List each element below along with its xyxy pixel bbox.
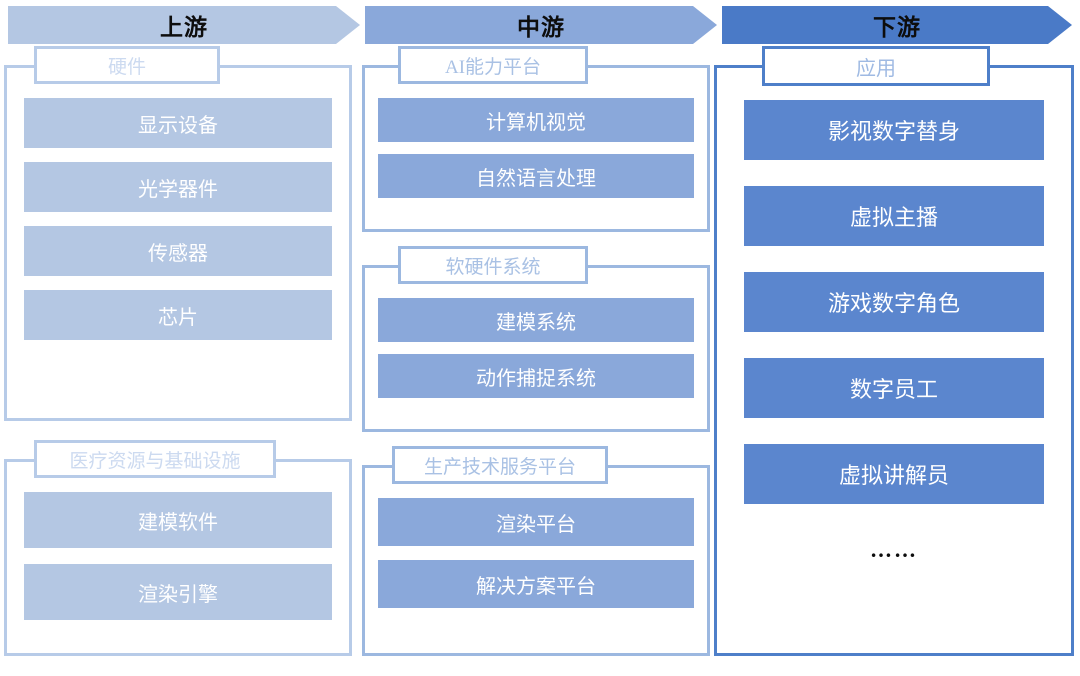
group-midstream-1: 软硬件系统建模系统动作捕捉系统 — [362, 246, 710, 432]
group-upstream-1: 医疗资源与基础设施建模软件渲染引擎 — [4, 440, 352, 656]
item-chip[interactable]: 渲染平台 — [378, 498, 694, 546]
group-title-midstream-2[interactable]: 生产技术服务平台 — [392, 446, 608, 484]
stage-banner-upstream[interactable]: 上游 — [8, 6, 360, 44]
group-title-label: 软硬件系统 — [445, 256, 541, 278]
item-chip-label: 光学器件 — [138, 178, 218, 201]
stage-banner-downstream[interactable]: 下游 — [722, 6, 1072, 44]
group-midstream-2: 生产技术服务平台渲染平台解决方案平台 — [362, 446, 710, 656]
item-chip[interactable]: 传感器 — [24, 226, 332, 276]
item-chip-label: 自然语言处理 — [476, 167, 596, 190]
group-body: 渲染平台解决方案平台 — [378, 498, 694, 636]
item-chip-label: 游戏数字角色 — [827, 291, 960, 316]
stage-banner-downstream-label: 下游 — [873, 15, 921, 40]
stage-banner-midstream-label: 中游 — [517, 15, 565, 40]
item-chip[interactable]: 显示设备 — [24, 98, 332, 148]
item-chip[interactable]: 建模软件 — [24, 492, 332, 548]
item-chip-label: 渲染引擎 — [138, 583, 218, 606]
group-body: 建模软件渲染引擎 — [24, 492, 332, 636]
items-ellipsis: …… — [870, 537, 918, 562]
item-chip[interactable]: 动作捕捉系统 — [378, 354, 694, 398]
group-title-downstream-0[interactable]: 应用 — [762, 46, 990, 86]
item-chip[interactable]: 虚拟主播 — [744, 186, 1044, 246]
item-chip[interactable]: 数字员工 — [744, 358, 1044, 418]
group-body: 计算机视觉自然语言处理 — [378, 98, 694, 216]
group-title-label: 应用 — [856, 57, 896, 80]
group-body: 显示设备光学器件传感器芯片 — [24, 98, 332, 399]
item-chip[interactable]: 光学器件 — [24, 162, 332, 212]
item-chip[interactable]: 解决方案平台 — [378, 560, 694, 608]
item-chip-label: 虚拟主播 — [849, 205, 938, 230]
item-chip[interactable]: 虚拟讲解员 — [744, 444, 1044, 504]
group-title-label: AI能力平台 — [444, 56, 542, 78]
item-chip[interactable]: 影视数字替身 — [744, 100, 1044, 160]
item-chip-label: 传感器 — [148, 242, 208, 265]
stage-banner-midstream[interactable]: 中游 — [365, 6, 717, 44]
item-chip-label: 建模系统 — [496, 311, 576, 334]
item-chip-label: 芯片 — [158, 306, 198, 329]
item-chip[interactable]: 计算机视觉 — [378, 98, 694, 142]
item-chip[interactable]: 渲染引擎 — [24, 564, 332, 620]
group-upstream-0: 硬件显示设备光学器件传感器芯片 — [4, 46, 352, 421]
group-body: 建模系统动作捕捉系统 — [378, 298, 694, 416]
group-body: 影视数字替身虚拟主播游戏数字角色数字员工虚拟讲解员 …… — [744, 100, 1044, 628]
group-title-upstream-1[interactable]: 医疗资源与基础设施 — [34, 440, 276, 478]
group-title-midstream-0[interactable]: AI能力平台 — [398, 46, 588, 84]
group-midstream-0: AI能力平台计算机视觉自然语言处理 — [362, 46, 710, 232]
item-chip-label: 建模软件 — [138, 511, 218, 534]
stage-banner-upstream-label: 上游 — [160, 15, 208, 40]
group-title-upstream-0[interactable]: 硬件 — [34, 46, 220, 84]
group-title-label: 硬件 — [107, 56, 146, 78]
group-title-label: 医疗资源与基础设施 — [69, 450, 241, 472]
item-chip-label: 虚拟讲解员 — [838, 463, 949, 488]
item-chip-label: 解决方案平台 — [476, 575, 596, 598]
item-chip-label: 渲染平台 — [496, 513, 576, 536]
item-chip-label: 数字员工 — [849, 377, 938, 402]
stage-banner-row: 上游 中游 下游 — [0, 0, 1080, 46]
item-chip-label: 动作捕捉系统 — [476, 367, 596, 390]
item-chip-label: 计算机视觉 — [486, 111, 586, 134]
item-chip[interactable]: 芯片 — [24, 290, 332, 340]
item-chip-label: 显示设备 — [138, 114, 218, 137]
group-title-label: 生产技术服务平台 — [423, 456, 576, 478]
item-chip-label: 影视数字替身 — [827, 119, 960, 144]
item-chip[interactable]: 自然语言处理 — [378, 154, 694, 198]
group-downstream-0: 应用影视数字替身虚拟主播游戏数字角色数字员工虚拟讲解员 …… — [714, 46, 1074, 656]
item-chip[interactable]: 建模系统 — [378, 298, 694, 342]
item-chip[interactable]: 游戏数字角色 — [744, 272, 1044, 332]
group-title-midstream-1[interactable]: 软硬件系统 — [398, 246, 588, 284]
